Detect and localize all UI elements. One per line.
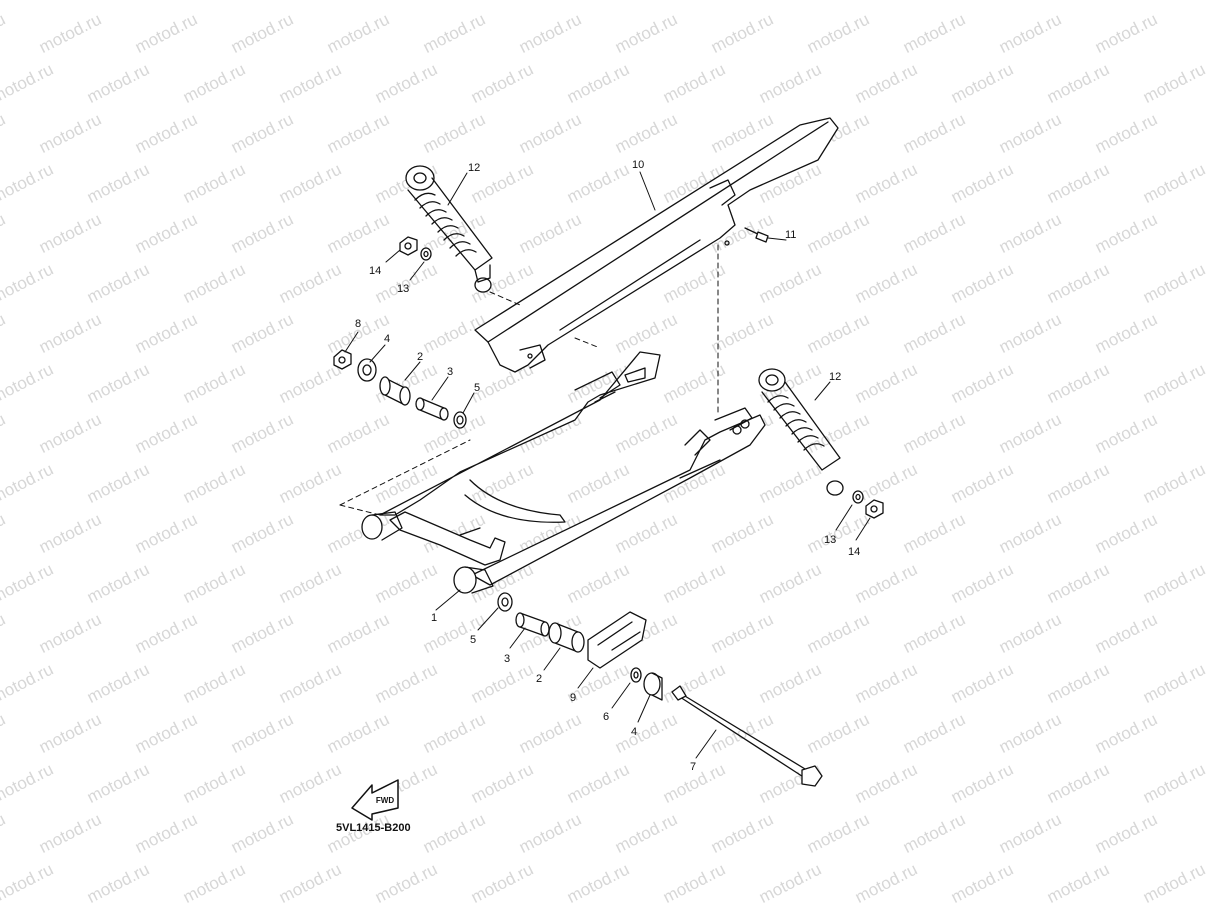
callout-14: 14 <box>848 546 860 558</box>
callout-12: 12 <box>829 371 841 383</box>
callout-7: 7 <box>690 761 696 773</box>
callout-14: 14 <box>369 265 381 277</box>
shock-absorber-left <box>405 165 493 293</box>
callout-3: 3 <box>447 366 453 378</box>
callout-2: 2 <box>417 351 423 363</box>
shock-absorber-right <box>758 368 844 496</box>
swing-arm <box>361 351 766 594</box>
fwd-arrow-icon: FWD <box>351 779 399 821</box>
callout-5: 5 <box>474 382 480 394</box>
leader-lines <box>344 171 871 759</box>
callout-13: 13 <box>397 283 409 295</box>
callout-10: 10 <box>632 159 644 171</box>
diagram-code: 5VL1415-B200 <box>336 822 411 834</box>
callout-1: 1 <box>431 612 437 624</box>
callout-9: 9 <box>570 692 576 704</box>
callout-labels: 12 10 11 14 13 8 4 2 3 5 12 13 14 1 5 3 … <box>355 159 860 773</box>
callout-8: 8 <box>355 318 361 330</box>
callout-4: 4 <box>631 726 637 738</box>
callout-2: 2 <box>536 673 542 685</box>
callout-11: 11 <box>785 229 796 241</box>
callout-6: 6 <box>603 711 609 723</box>
callout-5: 5 <box>470 634 476 646</box>
callout-3: 3 <box>504 653 510 665</box>
callout-4: 4 <box>384 333 390 345</box>
fwd-label: FWD <box>376 796 394 805</box>
callout-13: 13 <box>824 534 836 546</box>
callout-12: 12 <box>468 162 480 174</box>
assembly-lines <box>339 244 719 516</box>
chain-guard <box>474 117 839 373</box>
hardware <box>333 227 884 787</box>
